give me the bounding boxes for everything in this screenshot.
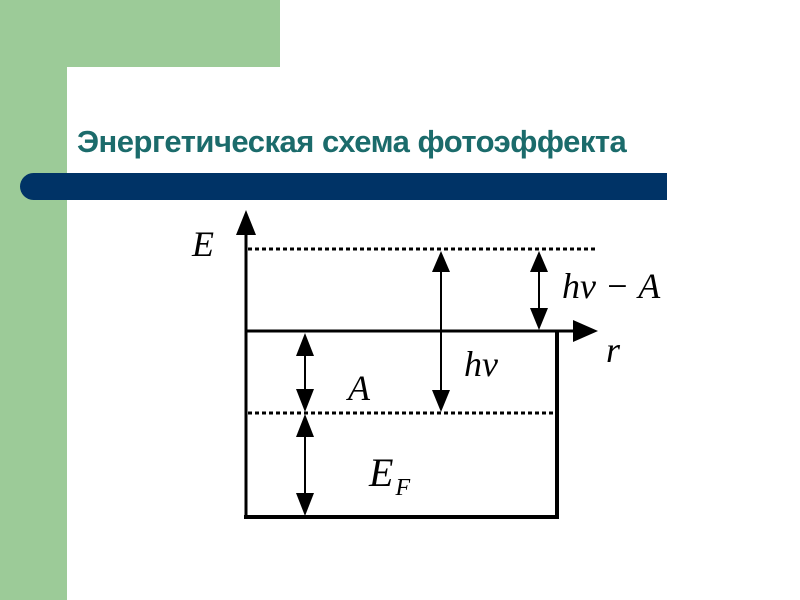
energy-axis-label: E [191,224,214,264]
fermi-energy-label: EF [368,450,410,501]
r-axis-arrow-icon [573,320,598,342]
arrowhead-up-icon [530,251,548,272]
arrowhead-down-icon [530,308,548,330]
title-underline-bar [20,173,667,200]
energy-axis-arrow-icon [236,210,256,235]
fermi-energy-main: E [368,450,393,495]
decor-green-left [0,0,67,600]
fermi-energy-subscript: F [394,475,410,501]
kinetic-energy-label: hν − A [562,266,661,306]
arrowhead-up-icon [296,333,314,356]
arrowhead-down-icon [296,389,314,412]
arrowhead-up-icon [296,414,314,437]
content-panel [67,67,800,600]
slide-title: Энергетическая схема фотоэффекта [77,124,627,159]
r-axis-label: r [606,330,621,370]
photon-energy-label: hν [464,344,498,384]
arrowhead-down-icon [432,390,450,412]
work-function-label: A [346,368,371,408]
arrowhead-down-icon [296,493,314,516]
arrowhead-up-icon [432,251,450,272]
